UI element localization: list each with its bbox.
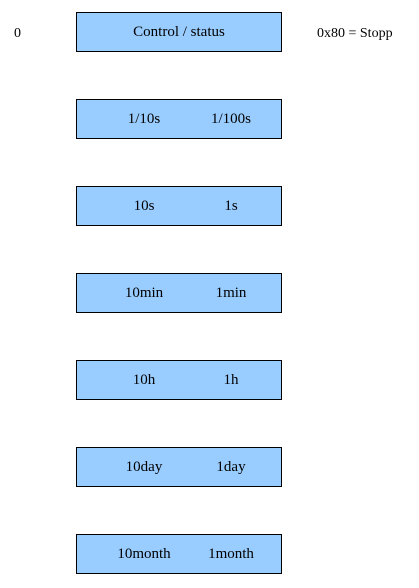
register-low-digit: 1day bbox=[216, 459, 246, 475]
register-high-digit: 10month bbox=[117, 546, 171, 562]
register-box-hours: 10h 1h bbox=[76, 360, 282, 400]
register-low-digit: 1s bbox=[224, 198, 238, 214]
register-low-digit: 1min bbox=[215, 285, 247, 301]
register-high-digit: 10s bbox=[133, 198, 155, 214]
register-label: Control / status bbox=[133, 24, 225, 40]
register-high-digit: 10h bbox=[132, 372, 156, 388]
register-box-months: 10month 1month bbox=[76, 534, 282, 574]
register-low-digit: 1month bbox=[208, 546, 254, 562]
register-box-days: 10day 1day bbox=[76, 447, 282, 487]
register-box-minutes: 10min 1min bbox=[76, 273, 282, 313]
stop-note: 0x80 = Stopp bbox=[317, 26, 393, 41]
register-low-digit: 1h bbox=[223, 372, 239, 388]
register-high-digit: 10min bbox=[124, 285, 164, 301]
offset-label: 0 bbox=[14, 26, 21, 41]
register-high-digit: 10day bbox=[125, 459, 163, 475]
register-low-digit: 1/100s bbox=[210, 111, 251, 127]
register-box-seconds-fraction: 1/10s 1/100s bbox=[76, 99, 282, 139]
register-high-digit: 1/10s bbox=[127, 111, 161, 127]
register-box-control: Control / status bbox=[76, 12, 282, 52]
register-box-seconds: 10s 1s bbox=[76, 186, 282, 226]
